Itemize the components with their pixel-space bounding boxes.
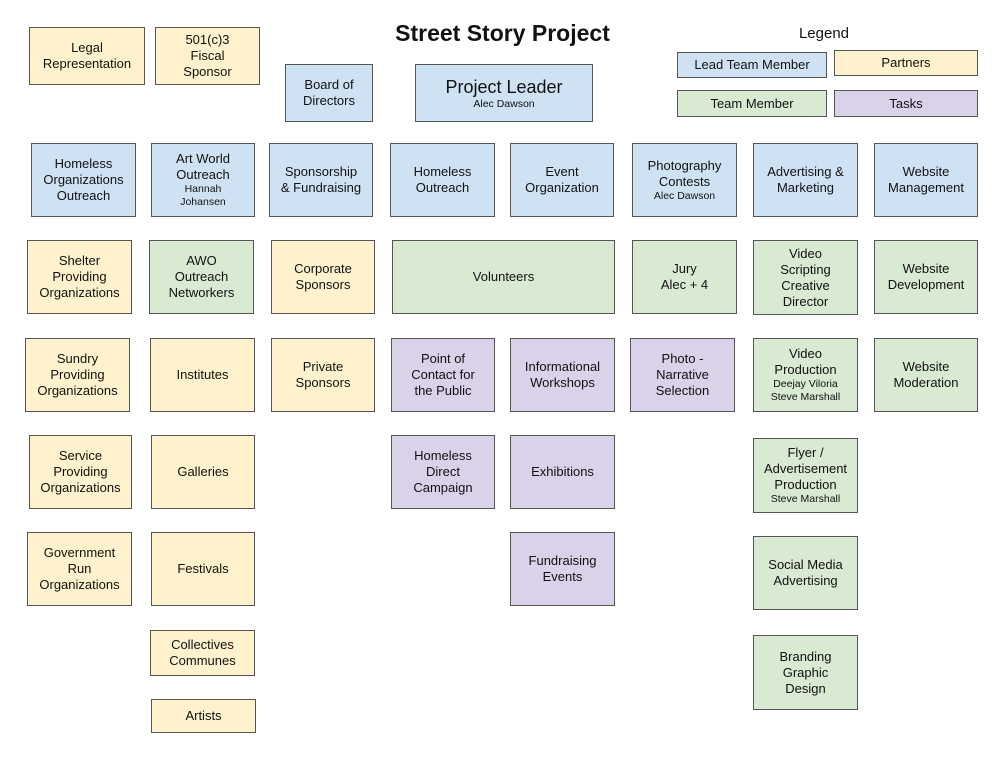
node-festivals: Festivals xyxy=(151,532,255,606)
node-label: Website Management xyxy=(888,164,964,195)
node-label: Sundry Providing Organizations xyxy=(37,351,118,398)
node-label: Legal Representation xyxy=(42,40,132,71)
node-private-sponsors: Private Sponsors xyxy=(271,338,375,412)
node-legal-representation: Legal Representation xyxy=(29,27,145,85)
node-branding-graphic-design: Branding Graphic Design xyxy=(753,635,858,710)
node-person: Alec Dawson xyxy=(653,189,716,202)
node-label: Advertising & Marketing xyxy=(767,164,844,195)
node-advertising-marketing: Advertising & Marketing xyxy=(753,143,858,217)
node-informational-workshops: Informational Workshops xyxy=(510,338,615,412)
node-label: Service Providing Organizations xyxy=(40,448,121,495)
node-flyer-advertisement-production: Flyer / Advertisement Production Steve M… xyxy=(753,438,858,513)
node-label: Photo - Narrative Selection xyxy=(655,351,710,398)
node-label: Art World Outreach xyxy=(176,151,230,182)
node-label: Social Media Advertising xyxy=(768,557,843,588)
node-label: Board of Directors xyxy=(302,77,355,108)
node-project-leader: Project Leader Alec Dawson xyxy=(415,64,593,122)
node-artists: Artists xyxy=(151,699,256,733)
node-label: Branding Graphic Design xyxy=(779,648,832,696)
node-photo-narrative-selection: Photo - Narrative Selection xyxy=(630,338,735,412)
node-board-of-directors: Board of Directors xyxy=(285,64,373,122)
node-sponsorship-fundraising: Sponsorship & Fundraising xyxy=(269,143,373,217)
node-label: Video Scripting Creative Director xyxy=(780,245,831,309)
node-label: Festivals xyxy=(177,561,229,576)
node-jury: Jury Alec + 4 xyxy=(632,240,737,314)
node-awo-outreach-networkers: AWO Outreach Networkers xyxy=(149,240,254,314)
node-volunteers: Volunteers xyxy=(392,240,615,314)
node-galleries: Galleries xyxy=(151,435,255,509)
node-homeless-organizations-outreach: Homeless Organizations Outreach xyxy=(31,143,136,217)
node-government-run-organizations: Government Run Organizations xyxy=(27,532,132,606)
node-person: Steve Marshall xyxy=(770,493,841,505)
node-label: Corporate Sponsors xyxy=(294,261,352,292)
node-shelter-providing-organizations: Shelter Providing Organizations xyxy=(27,240,132,314)
node-label: Government Run Organizations xyxy=(39,545,120,592)
node-institutes: Institutes xyxy=(150,338,255,412)
node-sundry-providing-organizations: Sundry Providing Organizations xyxy=(25,338,130,412)
node-label: Shelter Providing Organizations xyxy=(39,253,120,300)
legend-label: Team Member xyxy=(710,95,794,111)
node-label: Homeless Organizations Outreach xyxy=(43,156,124,203)
node-photography-contests: Photography Contests Alec Dawson xyxy=(632,143,737,217)
node-label: Informational Workshops xyxy=(524,359,601,390)
node-label: Homeless Direct Campaign xyxy=(413,448,473,495)
legend-label: Tasks xyxy=(889,95,923,111)
node-label: Event Organization xyxy=(525,164,599,195)
node-label: Private Sponsors xyxy=(295,359,351,390)
node-label: 501(c)3 Fiscal Sponsor xyxy=(183,32,232,79)
node-label: Institutes xyxy=(176,367,229,382)
chart-title: Street Story Project xyxy=(395,20,610,46)
node-service-providing-organizations: Service Providing Organizations xyxy=(29,435,132,509)
legend-label: Partners xyxy=(881,55,931,70)
node-label: Exhibitions xyxy=(531,464,594,479)
node-fundraising-events: Fundraising Events xyxy=(510,532,615,606)
node-homeless-direct-campaign: Homeless Direct Campaign xyxy=(391,435,495,509)
node-collectives-communes: Collectives Communes xyxy=(150,630,255,676)
node-event-organization: Event Organization xyxy=(510,143,614,217)
legend-tasks: Tasks xyxy=(834,90,978,117)
node-label: Fundraising Events xyxy=(528,553,597,584)
node-label: Sponsorship & Fundraising xyxy=(280,164,362,195)
node-label: Volunteers xyxy=(472,269,535,284)
node-label: Photography Contests xyxy=(647,157,722,189)
node-label: Artists xyxy=(185,708,222,723)
node-label: Video Production xyxy=(774,346,837,377)
node-label: Collectives Communes xyxy=(169,637,236,668)
node-homeless-outreach: Homeless Outreach xyxy=(390,143,495,217)
node-person: Deejay Viloria Steve Marshall xyxy=(770,378,841,403)
node-label: Website Development xyxy=(887,261,965,292)
node-website-development: Website Development xyxy=(874,240,978,314)
node-label: Galleries xyxy=(177,464,229,479)
node-label: Homeless Outreach xyxy=(413,164,472,195)
node-person: Hannah Johansen xyxy=(180,183,226,208)
node-fiscal-sponsor: 501(c)3 Fiscal Sponsor xyxy=(155,27,260,85)
node-corporate-sponsors: Corporate Sponsors xyxy=(271,240,375,314)
node-label: AWO Outreach Networkers xyxy=(168,253,235,300)
node-label: Jury Alec + 4 xyxy=(660,261,709,292)
node-label: Flyer / Advertisement Production xyxy=(763,445,848,492)
node-label: Point of Contact for the Public xyxy=(411,351,475,398)
node-social-media-advertising: Social Media Advertising xyxy=(753,536,858,610)
node-label: Website Moderation xyxy=(893,359,959,390)
legend-team-member: Team Member xyxy=(677,90,827,117)
node-exhibitions: Exhibitions xyxy=(510,435,615,509)
node-video-scripting: Video Scripting Creative Director xyxy=(753,240,858,315)
legend-partners: Partners xyxy=(834,50,978,76)
node-website-management: Website Management xyxy=(874,143,978,217)
legend-title: Legend xyxy=(798,25,850,42)
node-video-production: Video Production Deejay Viloria Steve Ma… xyxy=(753,338,858,412)
node-point-of-contact: Point of Contact for the Public xyxy=(391,338,495,412)
node-website-moderation: Website Moderation xyxy=(874,338,978,412)
legend-label: Lead Team Member xyxy=(694,57,810,72)
node-art-world-outreach: Art World Outreach Hannah Johansen xyxy=(151,143,255,217)
legend-lead-team-member: Lead Team Member xyxy=(677,52,827,78)
node-label: Project Leader xyxy=(445,76,563,97)
node-person: Alec Dawson xyxy=(473,97,535,110)
